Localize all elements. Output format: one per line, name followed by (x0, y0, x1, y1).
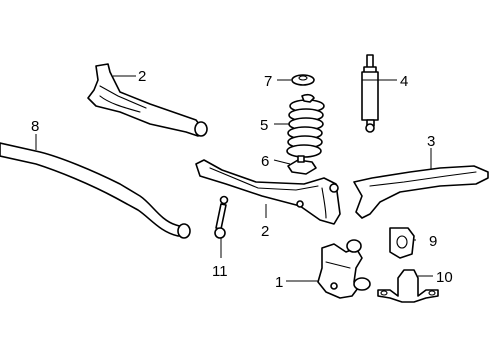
stabilizer-link (214, 195, 229, 239)
callout-8: 8 (31, 118, 39, 135)
callout-2-lower: 2 (261, 223, 269, 240)
lower-control-arm (195, 159, 341, 225)
callout-4: 4 (400, 73, 408, 90)
steering-knuckle (317, 239, 371, 299)
callout-5: 5 (260, 117, 268, 134)
stabilizer-bar (0, 142, 191, 239)
spring-insulator (291, 74, 315, 86)
callout-1: 1 (275, 274, 283, 291)
callout-6: 6 (261, 153, 269, 170)
callout-labels: 2 2 3 4 5 6 7 8 9 10 11 1 (31, 68, 453, 291)
leader-lines (35, 75, 433, 282)
callout-7: 7 (264, 73, 272, 90)
stabilizer-bushing (389, 227, 415, 259)
bushing-bracket (377, 269, 439, 303)
callout-2-upper: 2 (138, 68, 146, 85)
shock-absorber (361, 54, 379, 133)
callout-3: 3 (427, 133, 435, 150)
coil-spring (286, 93, 325, 158)
spring-retainer (287, 155, 317, 175)
callout-10: 10 (436, 269, 453, 286)
radius-arm (353, 165, 489, 219)
upper-control-arm (87, 63, 208, 137)
callout-11: 11 (212, 263, 228, 280)
callout-9: 9 (429, 233, 437, 250)
